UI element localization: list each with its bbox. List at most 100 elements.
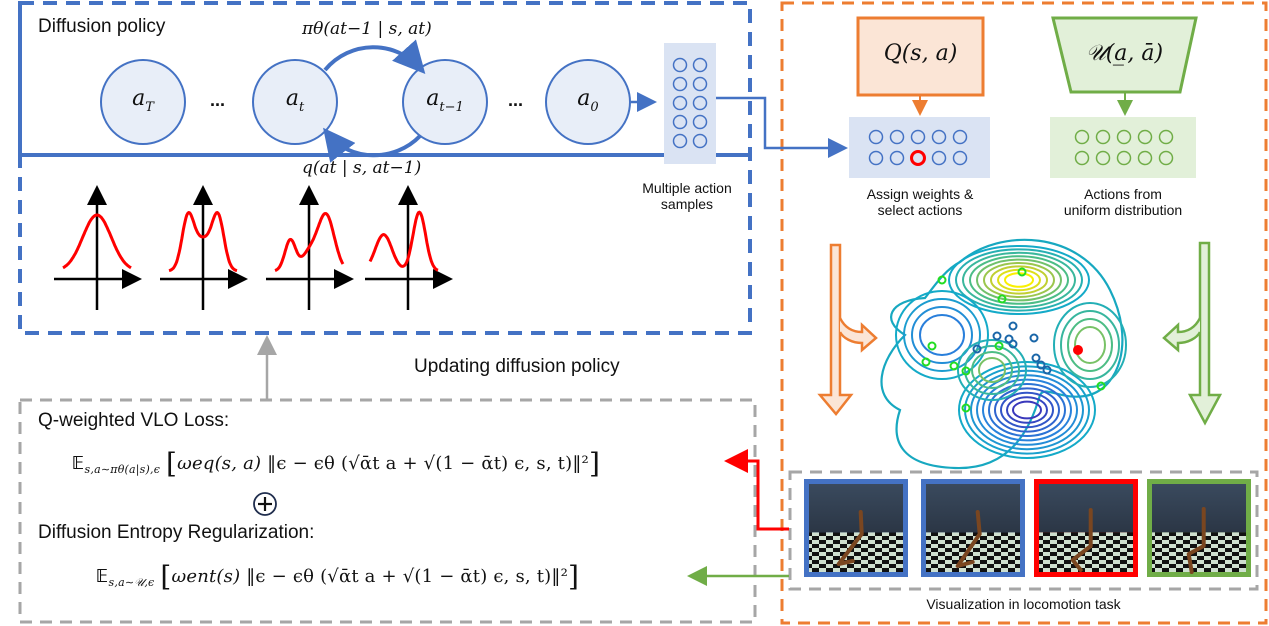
contour-line xyxy=(1074,326,1106,364)
node-a0-sub: 0 xyxy=(590,100,599,115)
policy-sample-point xyxy=(1029,333,1039,343)
entropy-weight: ωent(s) xyxy=(171,566,241,587)
frame-sky xyxy=(926,484,1020,533)
action-sample-circle xyxy=(692,57,708,73)
uniform-sample-point xyxy=(1017,267,1027,277)
q-loss-title: Q-weighted VLO Loss: xyxy=(38,410,230,431)
locomotion-frame-2 xyxy=(921,479,1025,577)
uniform-action-circle xyxy=(1074,150,1090,166)
node-at-sub: t xyxy=(298,100,305,115)
frame-floor xyxy=(1152,532,1246,572)
green-fork-arrow xyxy=(1162,241,1223,426)
frame-floor xyxy=(1039,532,1133,572)
policy-sample-point xyxy=(1008,321,1018,331)
contour-line xyxy=(969,255,1069,305)
uniform-sample-point xyxy=(961,403,971,413)
contour-line xyxy=(976,374,1078,446)
ellipsis-right: ... xyxy=(508,90,524,110)
weighted-action-circle xyxy=(931,150,947,166)
node-at-label: at xyxy=(255,86,335,115)
loss-panel xyxy=(18,398,757,624)
uniform-action-circle xyxy=(1158,150,1174,166)
frame-sky xyxy=(809,484,903,533)
q-function-box xyxy=(856,16,985,97)
contour-line xyxy=(958,361,1096,459)
uniform-samples-box xyxy=(1050,117,1196,178)
node-at xyxy=(252,59,338,145)
plus-circle xyxy=(253,492,277,516)
multiple-action-samples xyxy=(664,43,716,164)
locomotion-frame-3 xyxy=(1034,479,1138,577)
density-curve xyxy=(368,210,439,272)
weighted-action-circle xyxy=(889,150,905,166)
uniform-caption-line2: uniform distribution xyxy=(1063,202,1183,218)
contour-line xyxy=(1053,302,1127,388)
contour-line xyxy=(957,339,1027,401)
policy-sample-point xyxy=(1036,360,1046,370)
contour-line xyxy=(1067,318,1113,372)
backward-transition-label: q(at | s, at−1) xyxy=(302,158,422,178)
node-aT xyxy=(100,59,186,145)
distribution-plots xyxy=(54,185,453,310)
density-curve xyxy=(62,213,132,270)
uniform-sample-point xyxy=(994,341,1004,351)
node-aT-sub: T xyxy=(145,100,154,115)
weighted-action-circle xyxy=(889,129,905,145)
contour-line xyxy=(1000,391,1054,429)
hopper-robot xyxy=(1070,508,1093,572)
weighted-action-circle xyxy=(910,129,926,145)
uniform-sample-point xyxy=(961,366,971,376)
weights-caption: Assign weights & select actions xyxy=(830,186,1010,218)
contour-line xyxy=(1012,400,1042,420)
forward-arrow xyxy=(323,39,426,74)
action-sample-circle xyxy=(672,57,688,73)
contour-envelope xyxy=(880,238,1124,470)
uniform-action-circle xyxy=(1095,129,1111,145)
contour-line xyxy=(919,314,965,356)
uniform-sample-point xyxy=(937,275,947,285)
uniform-sample-point xyxy=(927,341,937,351)
node-aT-label: aT xyxy=(103,86,183,115)
entropy-formula: 𝔼s,a∼𝒰,ϵ [ωent(s) ‖ϵ − ϵθ (√ᾱt a + √(1 −… xyxy=(96,560,580,593)
samples-caption: Multiple action samples xyxy=(622,180,752,212)
uniform-distribution-box xyxy=(1051,16,1198,94)
visualization-caption: Visualization in locomotion task xyxy=(926,596,1121,612)
forward-transition-label: πθ(at−1 | s, at) xyxy=(302,19,432,39)
density-curve xyxy=(274,211,345,272)
uniform-sample-point xyxy=(1096,381,1106,391)
samples-to-weights-connector xyxy=(716,96,848,158)
hopper-robot xyxy=(836,510,864,566)
node-at-minus-1-sub: t−1 xyxy=(439,100,464,115)
contour-line xyxy=(964,345,1020,395)
q-value-contour-plot xyxy=(880,238,1127,470)
contour-line xyxy=(895,290,989,380)
contour-line xyxy=(1060,310,1120,380)
entropy-expectation-sub: s,a∼𝒰,ϵ xyxy=(108,576,155,589)
uniform-caption: Actions from uniform distribution xyxy=(1033,186,1213,218)
q-weighting-panel xyxy=(780,1,1268,625)
policy-sample-point xyxy=(1042,365,1052,375)
uniform-sample-point xyxy=(997,294,1007,304)
q-loss-formula: 𝔼s,a∼πθ(a|s),ϵ [ωeq(s, a) ‖ϵ − ϵθ (√ᾱt a… xyxy=(72,447,601,480)
weighted-action-circle xyxy=(931,129,947,145)
q-loss-expectation-sub: s,a∼πθ(a|s),ϵ xyxy=(84,463,161,476)
action-sample-circle xyxy=(672,133,688,149)
frame-sky xyxy=(1039,484,1133,533)
policy-sample-point xyxy=(1008,339,1018,349)
contour-line xyxy=(978,357,1006,383)
uniform-action-circle xyxy=(1116,129,1132,145)
weighted-sample-circles xyxy=(868,129,968,166)
node-at-minus-1 xyxy=(402,59,488,145)
density-curve xyxy=(168,211,238,273)
diffusion-policy-panel-frame xyxy=(18,1,752,335)
entropy-title: Diffusion Entropy Regularization: xyxy=(38,522,315,543)
weights-caption-line2: select actions xyxy=(877,202,963,218)
entropy-term: ‖ϵ − ϵθ (√ᾱt a + √(1 − ᾱt) ϵ, s, t)‖² xyxy=(246,566,569,587)
uniform-action-circle xyxy=(1137,129,1153,145)
frame-floor xyxy=(926,532,1020,572)
contour-line xyxy=(994,387,1060,433)
orange-fork-arrow xyxy=(817,243,878,416)
hopper-robot xyxy=(1186,507,1206,574)
visualization-panel xyxy=(788,470,1259,591)
